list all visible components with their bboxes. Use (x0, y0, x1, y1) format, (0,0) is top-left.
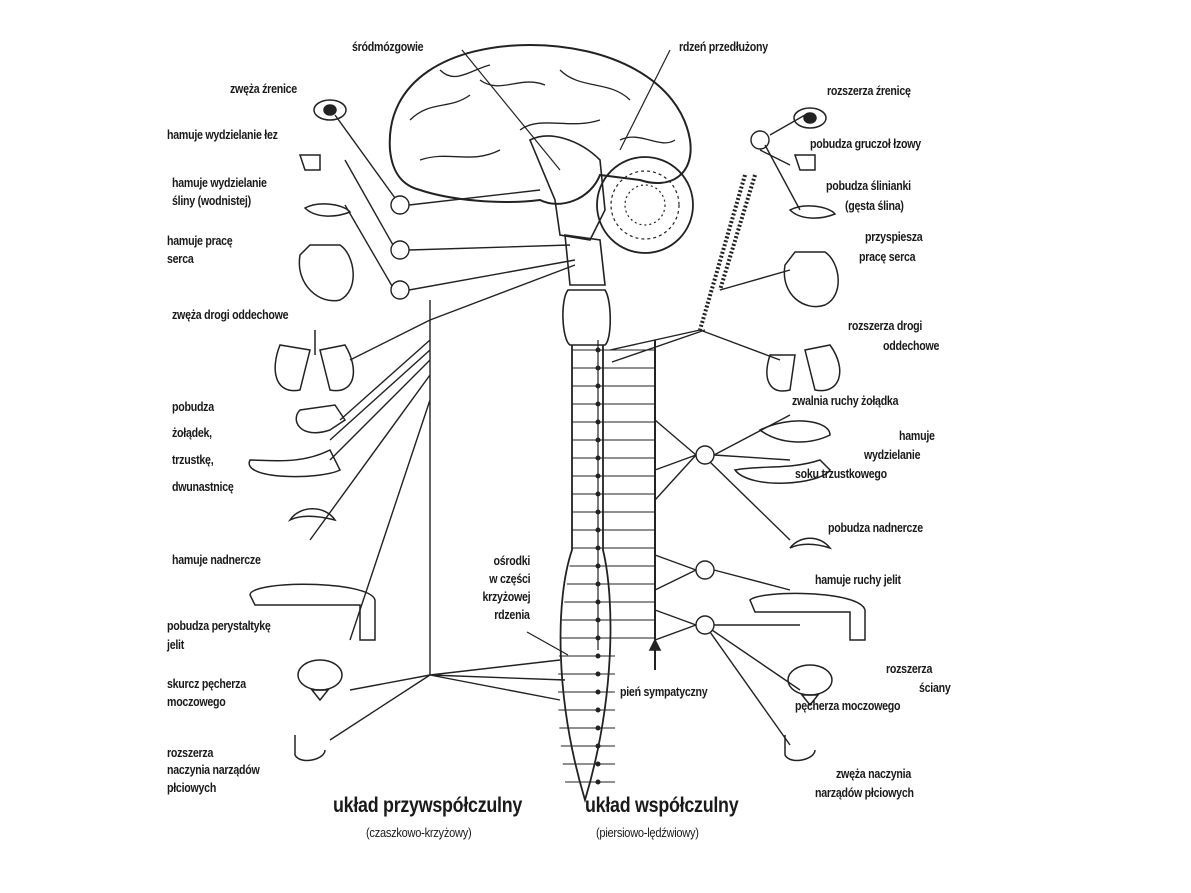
spinal-cord (558, 289, 662, 804)
label-left: żołądek, (172, 426, 212, 440)
label-left: pobudza (172, 400, 214, 414)
label-right: pracę serca (859, 250, 916, 264)
label-sympathetic-trunk: pień sympatyczny (620, 685, 708, 699)
label-right: wydzielanie (864, 448, 921, 462)
spinal-segment-dot (595, 725, 601, 731)
label-right: ściany (919, 681, 951, 695)
label-right: rozszerza drogi (848, 319, 923, 333)
label-sacral-centers: w części (488, 572, 530, 586)
label-right: zwalnia ruchy żołądka (792, 394, 899, 408)
organ-illustrations (248, 99, 866, 762)
label-left: moczowego (167, 695, 226, 709)
spinal-segment-dot (595, 707, 601, 713)
subtitle-parasympathetic: (czaszkowo-krzyżowy) (366, 825, 472, 840)
label-right: pęcherza moczowego (795, 699, 901, 713)
spinal-segment-dot (595, 743, 601, 749)
spinal-segment-dot (595, 689, 601, 695)
label-right: przyspiesza (865, 230, 923, 244)
label-right: (gęsta ślina) (845, 199, 904, 213)
label-left: trzustkę, (172, 453, 214, 467)
label-right: rozszerza źrenicę (827, 84, 911, 98)
label-right: oddechowe (883, 339, 940, 353)
spinal-segment-dot (595, 671, 601, 677)
label-right: zwęża naczynia (836, 767, 911, 781)
subtitle-sympathetic: (piersiowo-lędźwiowy) (596, 825, 699, 840)
label-left: jelit (167, 638, 185, 652)
label-right: rozszerza (886, 662, 933, 676)
label-left: hamuje wydzielanie (172, 176, 267, 190)
brain-illustration (388, 43, 694, 286)
parasympathetic-pathways (309, 114, 576, 741)
label-midbrain: śródmózgowie (352, 40, 424, 54)
label-left: hamuje wydzielanie łez (167, 128, 278, 142)
label-sacral-centers: ośrodki (493, 554, 530, 568)
label-right: narządów płciowych (815, 786, 914, 800)
label-left: płciowych (167, 781, 217, 795)
label-left: hamuje pracę (167, 234, 233, 248)
spinal-segment-dot (595, 779, 601, 785)
sympathetic-pathways (609, 114, 806, 746)
label-sacral-centers: rdzenia (494, 608, 531, 622)
spinal-segment-dot (595, 653, 601, 659)
label-left: serca (167, 252, 194, 266)
title-parasympathetic: układ przywspółczulny (333, 794, 523, 817)
label-left: dwunastnicę (172, 480, 234, 494)
spinal-segment-dot (595, 761, 601, 767)
label-left: rozszerza (167, 746, 214, 760)
label-right: pobudza nadnercze (828, 521, 923, 535)
label-sacral-centers: krzyżowej (482, 590, 530, 604)
label-left: zwęża źrenice (230, 82, 297, 96)
label-right: soku trzustkowego (795, 467, 887, 481)
label-left: śliny (wodnistej) (172, 194, 251, 208)
label-medulla: rdzeń przedłużony (679, 40, 768, 54)
title-sympathetic: układ współczulny (585, 794, 739, 817)
label-left: hamuje nadnercze (172, 553, 261, 567)
label-right: pobudza ślinianki (826, 179, 911, 193)
label-right: pobudza gruczoł łzowy (810, 137, 921, 151)
label-left: naczynia narządów (167, 763, 260, 777)
label-left: zwęża drogi oddechowe (172, 308, 289, 322)
label-right: hamuje ruchy jelit (815, 573, 901, 587)
label-left: skurcz pęcherza (167, 677, 246, 691)
label-right: hamuje (899, 429, 935, 443)
label-left: pobudza perystaltykę (167, 619, 271, 633)
